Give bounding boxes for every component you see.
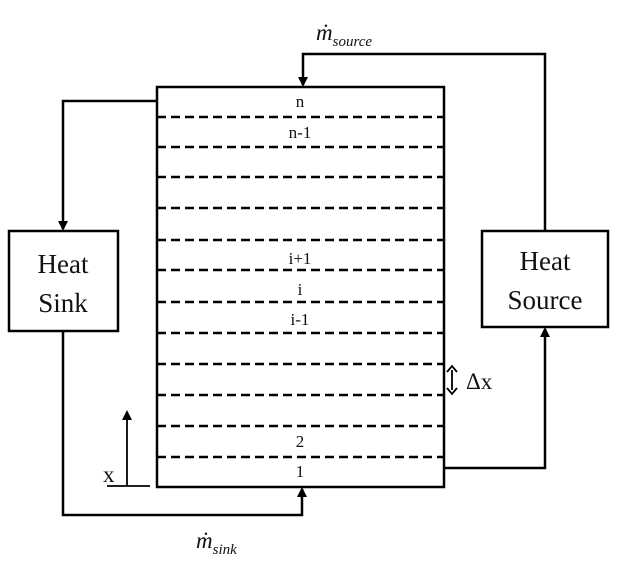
source-flow-symbol: ṁ <box>316 20 333 45</box>
heat-sink-label-line2: Sink <box>38 288 88 318</box>
source-return-line <box>298 52 547 231</box>
heat-sink-label-line1: Heat <box>38 249 89 279</box>
sink-return-line <box>61 331 307 517</box>
layer-label-1: 1 <box>296 462 305 481</box>
layer-label-i-plus-1: i+1 <box>289 249 312 268</box>
source-flow-subscript: source <box>333 34 373 50</box>
layer-label-n: n <box>296 92 305 111</box>
layer-label-i: i <box>298 280 303 299</box>
x-axis-label: x <box>103 462 115 487</box>
sink-flow-label: ṁsink <box>196 528 237 558</box>
sink-supply-line <box>58 99 157 231</box>
source-flow-label: ṁsource <box>316 20 372 50</box>
sink-flow-symbol: ṁ <box>196 528 213 553</box>
delta-x-indicator <box>446 364 458 396</box>
layer-dividers <box>157 115 444 459</box>
sink-flow-subscript: sink <box>213 542 238 558</box>
heat-source-label-line2: Source <box>508 285 583 315</box>
heat-source-label-line1: Heat <box>520 246 571 276</box>
delta-x-label: Δx <box>466 369 493 394</box>
source-supply-line <box>444 327 550 470</box>
layer-label-i-minus-1: i-1 <box>291 310 310 329</box>
x-axis-indicator <box>107 410 150 487</box>
layer-label-2: 2 <box>296 432 305 451</box>
layer-label-n-minus-1: n-1 <box>289 123 312 142</box>
